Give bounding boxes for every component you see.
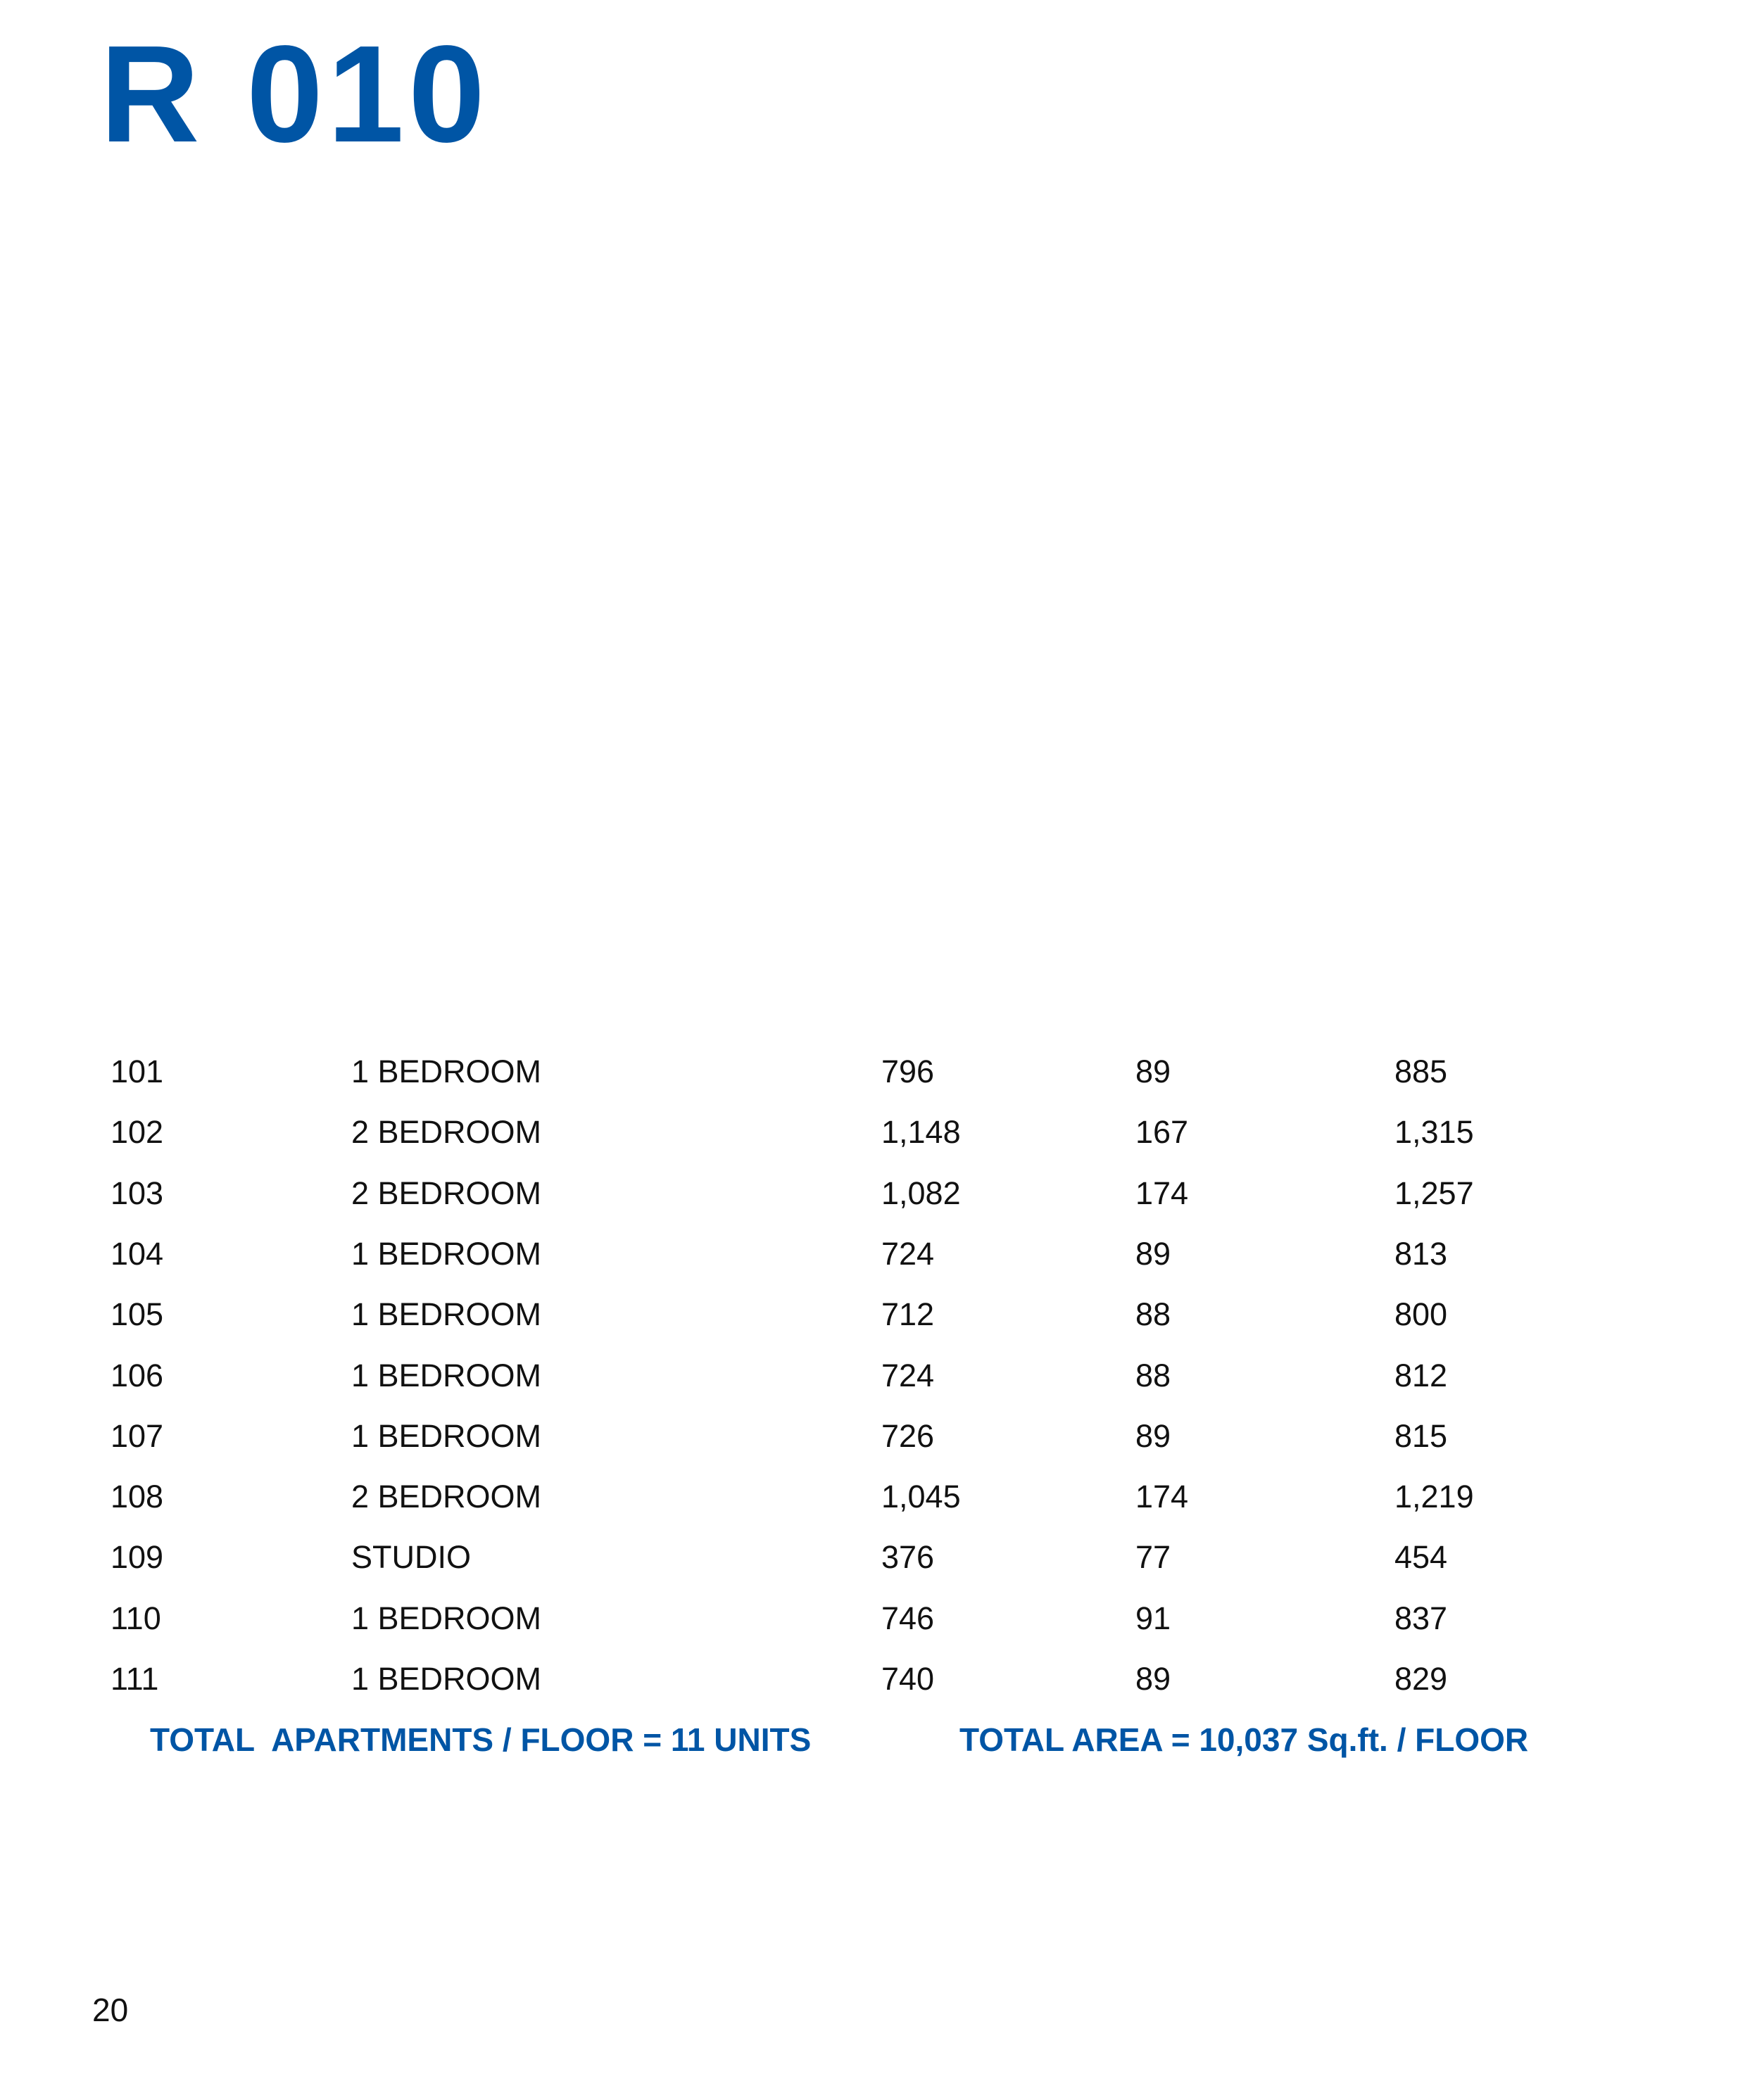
unit-type: 1 BEDROOM	[351, 1357, 542, 1393]
total-area-cell: 1,219	[1394, 1479, 1474, 1515]
balcony-area: 89	[1135, 1417, 1171, 1454]
table-row: 103 2 BEDROOM 1,082 174 1,257	[0, 1172, 1757, 1215]
unit-type: 1 BEDROOM	[351, 1054, 542, 1089]
carpet-area: 740	[881, 1661, 935, 1697]
unit-number: 110	[111, 1600, 161, 1636]
balcony-area: 89	[1135, 1054, 1171, 1089]
unit-type: 2 BEDROOM	[351, 1479, 542, 1515]
total-area-cell: 1,315	[1394, 1114, 1474, 1151]
balcony-area: 77	[1135, 1539, 1171, 1576]
unit-number: 107	[111, 1417, 164, 1454]
balcony-area: 88	[1135, 1296, 1171, 1333]
carpet-area: 746	[881, 1600, 935, 1636]
balcony-area: 167	[1135, 1114, 1189, 1151]
table-row: 106 1 BEDROOM 724 88 812	[0, 1355, 1757, 1397]
carpet-area: 1,045	[881, 1479, 961, 1515]
table-row: 104 1 BEDROOM 724 89 813	[0, 1233, 1757, 1275]
unit-number: 104	[111, 1235, 164, 1272]
table-row: 110 1 BEDROOM 746 91 837	[0, 1598, 1757, 1640]
total-area-cell: 813	[1394, 1235, 1448, 1272]
total-area-cell: 454	[1394, 1539, 1448, 1576]
unit-type: 1 BEDROOM	[351, 1600, 542, 1636]
table-row: 108 2 BEDROOM 1,045 174 1,219	[0, 1476, 1757, 1518]
unit-type: 1 BEDROOM	[351, 1661, 542, 1697]
total-area-cell: 815	[1394, 1417, 1448, 1454]
unit-type: 2 BEDROOM	[351, 1175, 542, 1211]
unit-number: 102	[111, 1114, 164, 1151]
balcony-area: 89	[1135, 1235, 1171, 1272]
page-number: 20	[92, 1992, 129, 2028]
balcony-area: 88	[1135, 1357, 1171, 1393]
balcony-area: 89	[1135, 1661, 1171, 1697]
unit-type: 1 BEDROOM	[351, 1417, 542, 1454]
balcony-area: 174	[1135, 1175, 1189, 1211]
unit-number: 108	[111, 1479, 164, 1515]
table-row: 105 1 BEDROOM 712 88 800	[0, 1293, 1757, 1336]
carpet-area: 726	[881, 1417, 935, 1454]
table-row: 101 1 BEDROOM 796 89 885	[0, 1051, 1757, 1093]
total-area-cell: 800	[1394, 1296, 1448, 1333]
carpet-area: 1,082	[881, 1175, 961, 1211]
unit-type: 2 BEDROOM	[351, 1114, 542, 1151]
table-row: 109 STUDIO 376 77 454	[0, 1536, 1757, 1579]
unit-number: 105	[111, 1296, 164, 1333]
unit-number: 106	[111, 1357, 164, 1393]
carpet-area: 712	[881, 1296, 935, 1333]
balcony-area: 174	[1135, 1479, 1189, 1515]
total-area-cell: 829	[1394, 1661, 1448, 1697]
total-area-cell: 1,257	[1394, 1175, 1474, 1211]
total-area: TOTAL AREA = 10,037 Sq.ft. / FLOOR	[959, 1721, 1529, 1758]
total-apartments: TOTAL APARTMENTS / FLOOR = 11 UNITS	[150, 1721, 812, 1758]
carpet-area: 724	[881, 1357, 935, 1393]
total-area-cell: 885	[1394, 1054, 1448, 1089]
table-row: 102 2 BEDROOM 1,148 167 1,315	[0, 1111, 1757, 1153]
carpet-area: 376	[881, 1539, 935, 1576]
total-area-cell: 812	[1394, 1357, 1448, 1393]
unit-number: 111	[111, 1661, 159, 1697]
unit-number: 101	[111, 1054, 164, 1089]
unit-type: STUDIO	[351, 1539, 472, 1576]
unit-number: 103	[111, 1175, 164, 1211]
carpet-area: 796	[881, 1054, 935, 1089]
carpet-area: 724	[881, 1235, 935, 1272]
page-title: R 010	[100, 17, 490, 171]
table-row: 111 1 BEDROOM 740 89 829	[0, 1658, 1757, 1700]
table-row: 107 1 BEDROOM 726 89 815	[0, 1415, 1757, 1457]
unit-type: 1 BEDROOM	[351, 1235, 542, 1272]
carpet-area: 1,148	[881, 1114, 961, 1151]
balcony-area: 91	[1135, 1600, 1171, 1636]
total-area-cell: 837	[1394, 1600, 1448, 1636]
unit-type: 1 BEDROOM	[351, 1296, 542, 1333]
unit-number: 109	[111, 1539, 164, 1576]
